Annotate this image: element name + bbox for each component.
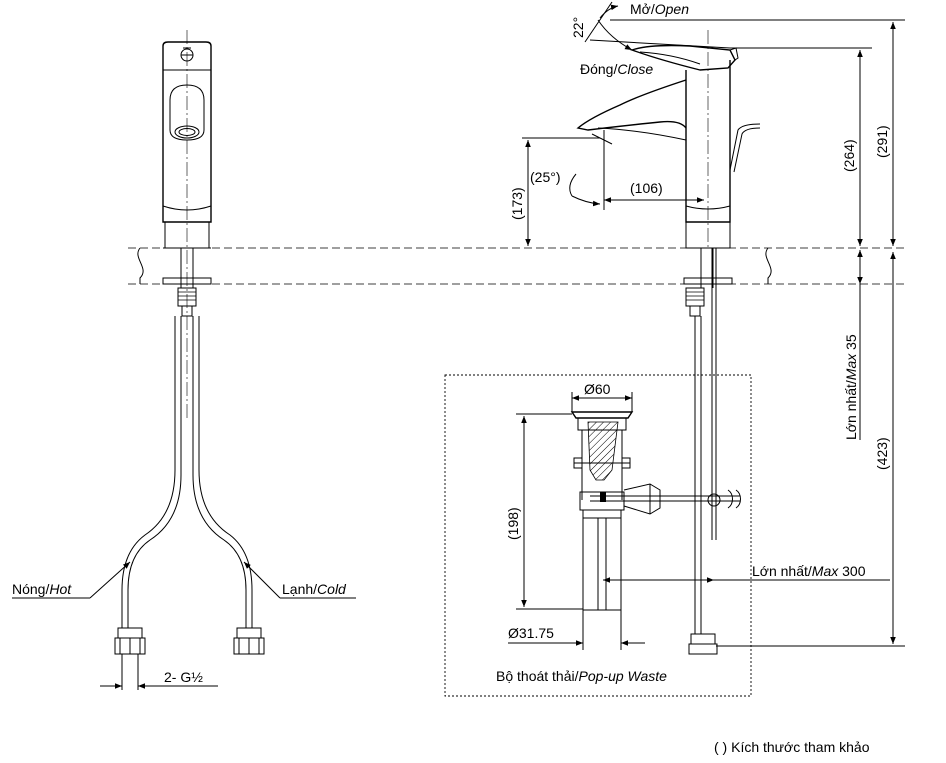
hot-label: Nóng/Hot — [12, 581, 72, 597]
dimension-264 — [730, 47, 872, 246]
popup-waste-label: Bộ thoát thải/Pop-up Waste — [496, 668, 667, 684]
countertop — [128, 247, 905, 285]
dimension-423 — [716, 252, 905, 647]
dimension-198 — [516, 413, 583, 610]
max300-label: Lớn nhất/Max 300 — [752, 563, 866, 579]
hot-leader — [12, 561, 131, 599]
dim-291-label: (291) — [874, 125, 890, 158]
side-view-faucet — [576, 44, 761, 655]
popup-waste-box — [444, 374, 752, 697]
close-label: Đóng/Close — [580, 61, 653, 77]
dim-423-label: (423) — [874, 437, 890, 470]
dimension-106 — [604, 30, 709, 250]
max35-label: Lớn nhất/Max 35 — [843, 334, 859, 440]
angle-25-label: (25°) — [530, 169, 561, 185]
dim-106-label: (106) — [630, 180, 663, 196]
dimension-173 — [522, 137, 600, 246]
dimension-dia3175 — [508, 610, 645, 650]
dim-198-label: (198) — [505, 507, 521, 540]
thread-dimension — [100, 654, 218, 690]
thread-label: 2- G½ — [164, 669, 203, 685]
cold-leader — [243, 561, 356, 599]
open-label: Mở/Open — [630, 1, 689, 17]
dia60-label: Ø60 — [584, 381, 611, 397]
spout-angle — [569, 130, 613, 210]
dim-173-label: (173) — [509, 187, 525, 220]
dimension-dia60 — [571, 392, 633, 412]
dimension-291 — [610, 19, 905, 246]
front-view-faucet — [114, 30, 265, 655]
reference-note: ( ) Kích thước tham khảo — [714, 739, 870, 755]
lever-angle — [584, 1, 731, 51]
dim-264-label: (264) — [841, 139, 857, 172]
cold-label: Lạnh/Cold — [282, 581, 347, 597]
dia3175-label: Ø31.75 — [508, 625, 554, 641]
angle-22-label: 22° — [570, 17, 586, 38]
